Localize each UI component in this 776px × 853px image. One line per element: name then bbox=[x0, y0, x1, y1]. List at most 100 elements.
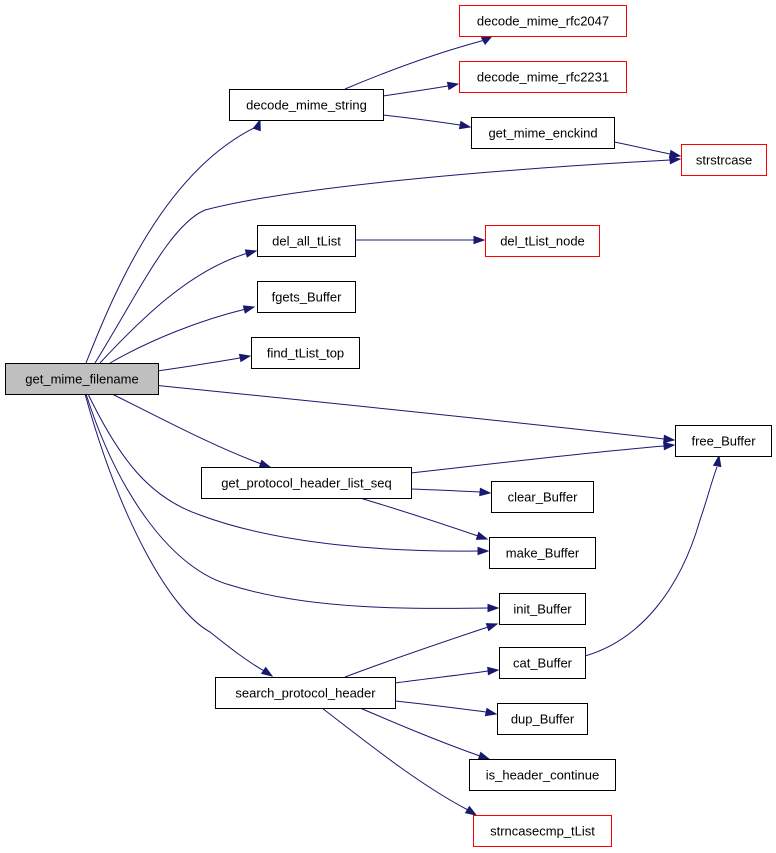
arrowhead bbox=[238, 353, 252, 363]
edge-get_mime_filename-to-init_Buffer bbox=[85, 393, 500, 613]
arrowhead bbox=[458, 120, 472, 130]
node-make-Buffer[interactable]: make_Buffer bbox=[489, 537, 596, 569]
edge-line bbox=[99, 252, 249, 364]
edge-line bbox=[109, 308, 247, 364]
node-label: decode_mime_rfc2231 bbox=[477, 70, 609, 85]
node-get-protocol-header-list-seq[interactable]: get_protocol_header_list_seq bbox=[201, 467, 412, 499]
node-box[interactable] bbox=[5, 363, 159, 395]
node-free-Buffer[interactable]: free_Buffer bbox=[675, 425, 772, 457]
arrowhead bbox=[712, 454, 722, 468]
node-get-mime-enckind[interactable]: get_mime_enckind bbox=[471, 117, 615, 149]
node-box[interactable] bbox=[681, 144, 767, 176]
arrowhead bbox=[475, 531, 489, 540]
edge-get_mime_filename-to-free_Buffer bbox=[152, 384, 676, 444]
edge-get_mime_filename-to-find_tList_top bbox=[149, 353, 252, 373]
node-label: find_tList_top bbox=[267, 346, 344, 361]
node-del-all-tList[interactable]: del_all_tList bbox=[257, 225, 356, 257]
edge-line bbox=[87, 393, 479, 552]
node-del-tList-node[interactable]: del_tList_node bbox=[485, 225, 600, 257]
arrowhead bbox=[668, 149, 682, 159]
node-label: make_Buffer bbox=[506, 546, 580, 561]
arrowhead bbox=[258, 459, 272, 468]
edge-get_mime_filename-to-search_protocol_header bbox=[84, 393, 274, 677]
node-box[interactable] bbox=[499, 647, 586, 679]
arrowhead bbox=[260, 666, 274, 677]
arrowhead bbox=[669, 155, 682, 165]
node-box[interactable] bbox=[459, 61, 627, 93]
edge-get_mime_filename-to-del_all_tList bbox=[99, 249, 258, 364]
node-find-tList-top[interactable]: find_tList_top bbox=[251, 337, 360, 369]
arrowhead bbox=[473, 235, 486, 245]
arrowhead bbox=[487, 603, 500, 613]
node-box[interactable] bbox=[229, 89, 384, 121]
arrowhead bbox=[477, 751, 491, 760]
edge-del_all_tList-to-del_tList_node bbox=[355, 235, 486, 245]
edge-get_mime_filename-to-fgets_Buffer bbox=[109, 305, 256, 364]
node-box[interactable] bbox=[471, 117, 615, 149]
node-label: strstrcase bbox=[696, 153, 752, 168]
node-box[interactable] bbox=[469, 759, 616, 791]
node-init-Buffer[interactable]: init_Buffer bbox=[499, 593, 586, 625]
node-box[interactable] bbox=[257, 281, 356, 313]
arrowhead bbox=[244, 249, 258, 258]
node-label: free_Buffer bbox=[691, 434, 756, 449]
node-get-mime-filename[interactable]: get_mime_filename bbox=[5, 363, 159, 395]
edge-get_mime_filename-to-strstrcase bbox=[94, 155, 682, 364]
node-box[interactable] bbox=[489, 537, 596, 569]
node-box[interactable] bbox=[473, 815, 612, 847]
arrowhead bbox=[479, 487, 492, 497]
node-label: strncasecmp_tList bbox=[490, 824, 595, 839]
node-is-header-continue[interactable]: is_header_continue bbox=[469, 759, 616, 791]
edge-line bbox=[344, 39, 486, 90]
node-label: del_tList_node bbox=[500, 234, 585, 249]
node-label: decode_mime_rfc2047 bbox=[477, 14, 609, 29]
node-decode-mime-string[interactable]: decode_mime_string bbox=[229, 89, 384, 121]
node-label: get_mime_filename bbox=[25, 372, 138, 387]
edge-cat_Buffer-to-free_Buffer bbox=[584, 454, 722, 657]
edge-line bbox=[321, 707, 469, 811]
node-box[interactable] bbox=[497, 703, 588, 735]
node-label: get_mime_enckind bbox=[488, 126, 597, 141]
arrowhead bbox=[485, 623, 499, 632]
node-decode-mime-rfc2047[interactable]: decode_mime_rfc2047 bbox=[459, 5, 627, 37]
edge-layer bbox=[84, 35, 722, 816]
node-box[interactable] bbox=[251, 337, 360, 369]
node-cat-Buffer[interactable]: cat_Buffer bbox=[499, 647, 586, 679]
edge-line bbox=[359, 497, 479, 537]
node-box[interactable] bbox=[499, 593, 586, 625]
node-strstrcase[interactable]: strstrcase bbox=[681, 144, 767, 176]
node-label: search_protocol_header bbox=[235, 686, 376, 701]
node-box[interactable] bbox=[485, 225, 600, 257]
node-box[interactable] bbox=[491, 481, 594, 513]
edge-line bbox=[84, 393, 267, 673]
node-search-protocol-header[interactable]: search_protocol_header bbox=[215, 677, 396, 709]
node-label: clear_Buffer bbox=[508, 490, 579, 505]
node-decode-mime-rfc2231[interactable]: decode_mime_rfc2231 bbox=[459, 61, 627, 93]
node-box[interactable] bbox=[459, 5, 627, 37]
node-dup-Buffer[interactable]: dup_Buffer bbox=[497, 703, 588, 735]
edge-decode_mime_string-to-get_mime_enckind bbox=[382, 114, 472, 130]
edge-line bbox=[584, 466, 718, 657]
node-label: fgets_Buffer bbox=[272, 290, 343, 305]
edge-line bbox=[410, 445, 665, 474]
edge-line bbox=[613, 141, 671, 155]
arrowhead bbox=[446, 81, 460, 91]
node-label: get_protocol_header_list_seq bbox=[221, 476, 392, 491]
edge-line bbox=[344, 626, 489, 678]
node-clear-Buffer[interactable]: clear_Buffer bbox=[491, 481, 594, 513]
node-label: cat_Buffer bbox=[513, 656, 573, 671]
node-box[interactable] bbox=[201, 467, 412, 499]
arrowhead bbox=[484, 707, 498, 717]
node-box[interactable] bbox=[257, 225, 356, 257]
edge-get_protocol_header_list_seq-to-make_Buffer bbox=[359, 497, 489, 540]
edge-line bbox=[382, 114, 461, 126]
node-fgets-Buffer[interactable]: fgets_Buffer bbox=[257, 281, 356, 313]
node-label: init_Buffer bbox=[513, 602, 572, 617]
node-box[interactable] bbox=[675, 425, 772, 457]
edge-search_protocol_header-to-dup_Buffer bbox=[394, 700, 498, 717]
node-strncasecmp-tList[interactable]: strncasecmp_tList bbox=[473, 815, 612, 847]
arrowhead bbox=[663, 441, 676, 451]
edge-get_mime_filename-to-make_Buffer bbox=[87, 393, 490, 556]
node-box[interactable] bbox=[215, 677, 396, 709]
